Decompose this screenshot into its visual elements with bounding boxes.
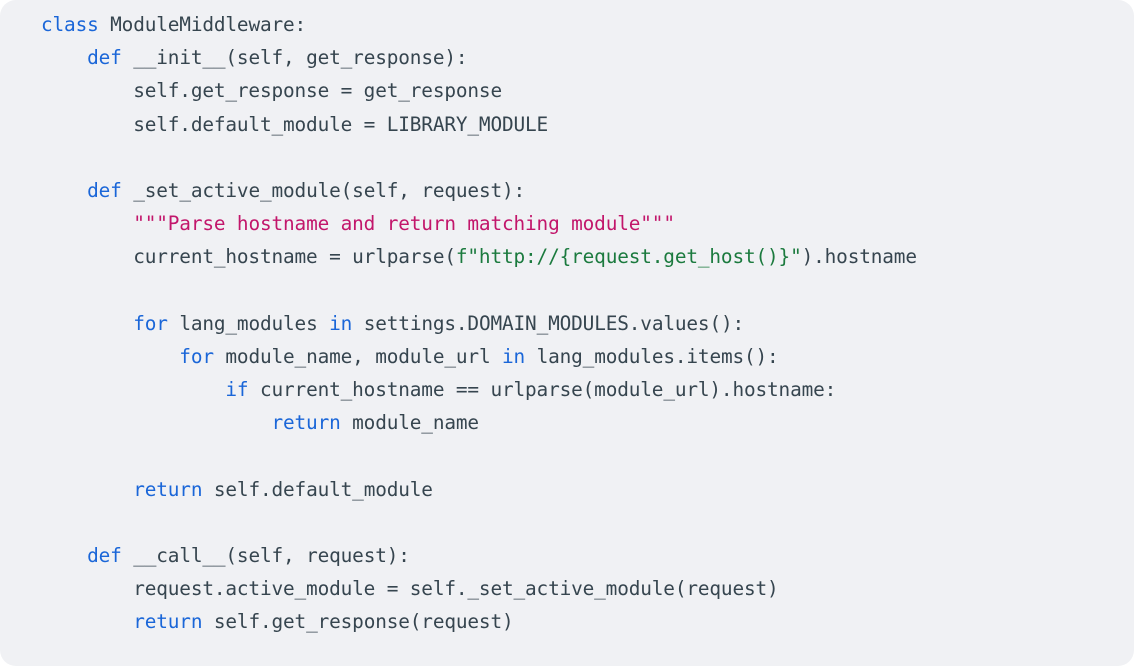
code-line: request.active_module = self._set_active…	[41, 572, 1134, 605]
code-token-kw: return	[271, 411, 353, 435]
code-line: return self.get_response(request)	[41, 605, 1134, 638]
code-token-txt	[41, 478, 133, 501]
code-token-kw: in	[502, 344, 537, 368]
code-token-txt: settings.DOMAIN_MODULES.values():	[363, 311, 745, 335]
code-token-txt: module_name	[352, 411, 479, 435]
code-token-kw: def	[87, 178, 134, 202]
code-token-txt: lang_modules.items():	[536, 344, 779, 368]
code-line	[41, 439, 1134, 472]
code-token-txt: current_hostname = urlparse(	[41, 245, 456, 269]
code-line	[41, 506, 1134, 539]
code-token-txt: current_hostname == urlparse(module_url)…	[259, 378, 837, 402]
code-token-txt: self.default_module	[213, 477, 433, 501]
code-line	[41, 141, 1134, 174]
code-line: def _set_active_module(self, request):	[41, 174, 1134, 207]
code-token-str: f"http://{request.get_host()}"	[455, 245, 802, 269]
code-line: def __call__(self, request):	[41, 539, 1134, 572]
code-token-txt	[41, 312, 133, 335]
code-token-kw: def	[87, 46, 134, 70]
code-token-txt	[41, 610, 133, 633]
code-token-txt	[41, 46, 87, 69]
code-line: return module_name	[41, 406, 1134, 439]
code-token-kw: for	[179, 344, 226, 368]
code-token-txt	[41, 212, 133, 235]
code-token-txt: self.get_response = get_response	[41, 79, 502, 103]
code-token-txt: __init__(self, get_response):	[133, 46, 468, 70]
code-line	[41, 274, 1134, 307]
code-line: for lang_modules in settings.DOMAIN_MODU…	[41, 307, 1134, 340]
code-token-txt	[41, 411, 271, 434]
code-token-txt: self.get_response(request)	[213, 610, 514, 634]
code-token-txt	[41, 544, 87, 567]
code-line: """Parse hostname and return matching mo…	[41, 207, 1134, 240]
code-token-kw: return	[133, 610, 214, 634]
code-line: current_hostname = urlparse(f"http://{re…	[41, 240, 1134, 273]
code-token-kw: for	[133, 311, 180, 335]
code-token-txt: ModuleMiddleware:	[110, 13, 307, 36]
code-lines-container[interactable]: class ModuleMiddleware: def __init__(sel…	[41, 8, 1134, 666]
code-line: self.get_response = get_response	[41, 74, 1134, 107]
code-token-kw: def	[87, 544, 134, 567]
code-token-txt: ).hostname	[801, 245, 917, 269]
code-token-txt	[41, 179, 87, 202]
code-line: return self.default_module	[41, 473, 1134, 506]
code-token-doc: """Parse hostname and return matching mo…	[133, 212, 675, 236]
code-token-txt	[41, 378, 225, 401]
code-token-kw: class	[41, 13, 111, 36]
code-token-txt: __call__(self, request):	[133, 544, 410, 567]
code-token-txt	[41, 345, 179, 368]
code-token-txt: module_name, module_url	[225, 344, 502, 368]
code-token-txt: request.active_module = self._set_active…	[41, 577, 779, 601]
code-token-txt: lang_modules	[179, 311, 330, 335]
code-token-kw: return	[133, 477, 214, 501]
code-token-kw: in	[329, 311, 364, 335]
code-line: class ModuleMiddleware:	[41, 8, 1134, 41]
code-line: def __init__(self, get_response):	[41, 41, 1134, 74]
code-token-kw: if	[225, 378, 260, 402]
code-token-txt: self.default_module = LIBRARY_MODULE	[41, 112, 549, 136]
code-token-txt: _set_active_module(self, request):	[133, 178, 526, 202]
code-line: if current_hostname == urlparse(module_u…	[41, 373, 1134, 406]
code-line: for module_name, module_url in lang_modu…	[41, 340, 1134, 373]
code-line: self.default_module = LIBRARY_MODULE	[41, 108, 1134, 141]
